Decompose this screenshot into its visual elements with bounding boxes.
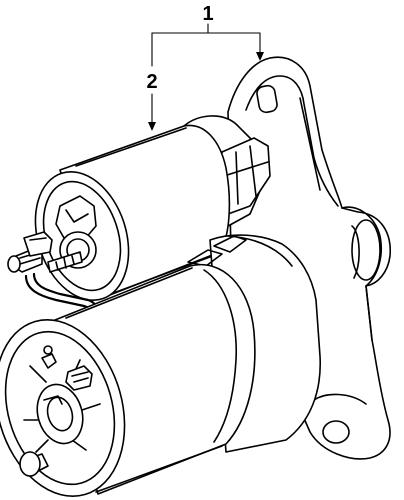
motor-body: [0, 234, 321, 497]
callout-1-arrowhead: [256, 52, 264, 61]
callout-1-label: 1: [202, 3, 213, 25]
mounting-hole-lower: [322, 420, 350, 444]
mounting-slot-upper: [256, 84, 278, 114]
callout-2-arrowhead: [148, 122, 156, 131]
callout-leaders: [148, 23, 264, 131]
solenoid: [7, 115, 271, 302]
callout-2-label: 2: [146, 71, 157, 93]
through-bolt-upper: [41, 353, 57, 369]
solenoid-terminal-block: [55, 195, 97, 241]
